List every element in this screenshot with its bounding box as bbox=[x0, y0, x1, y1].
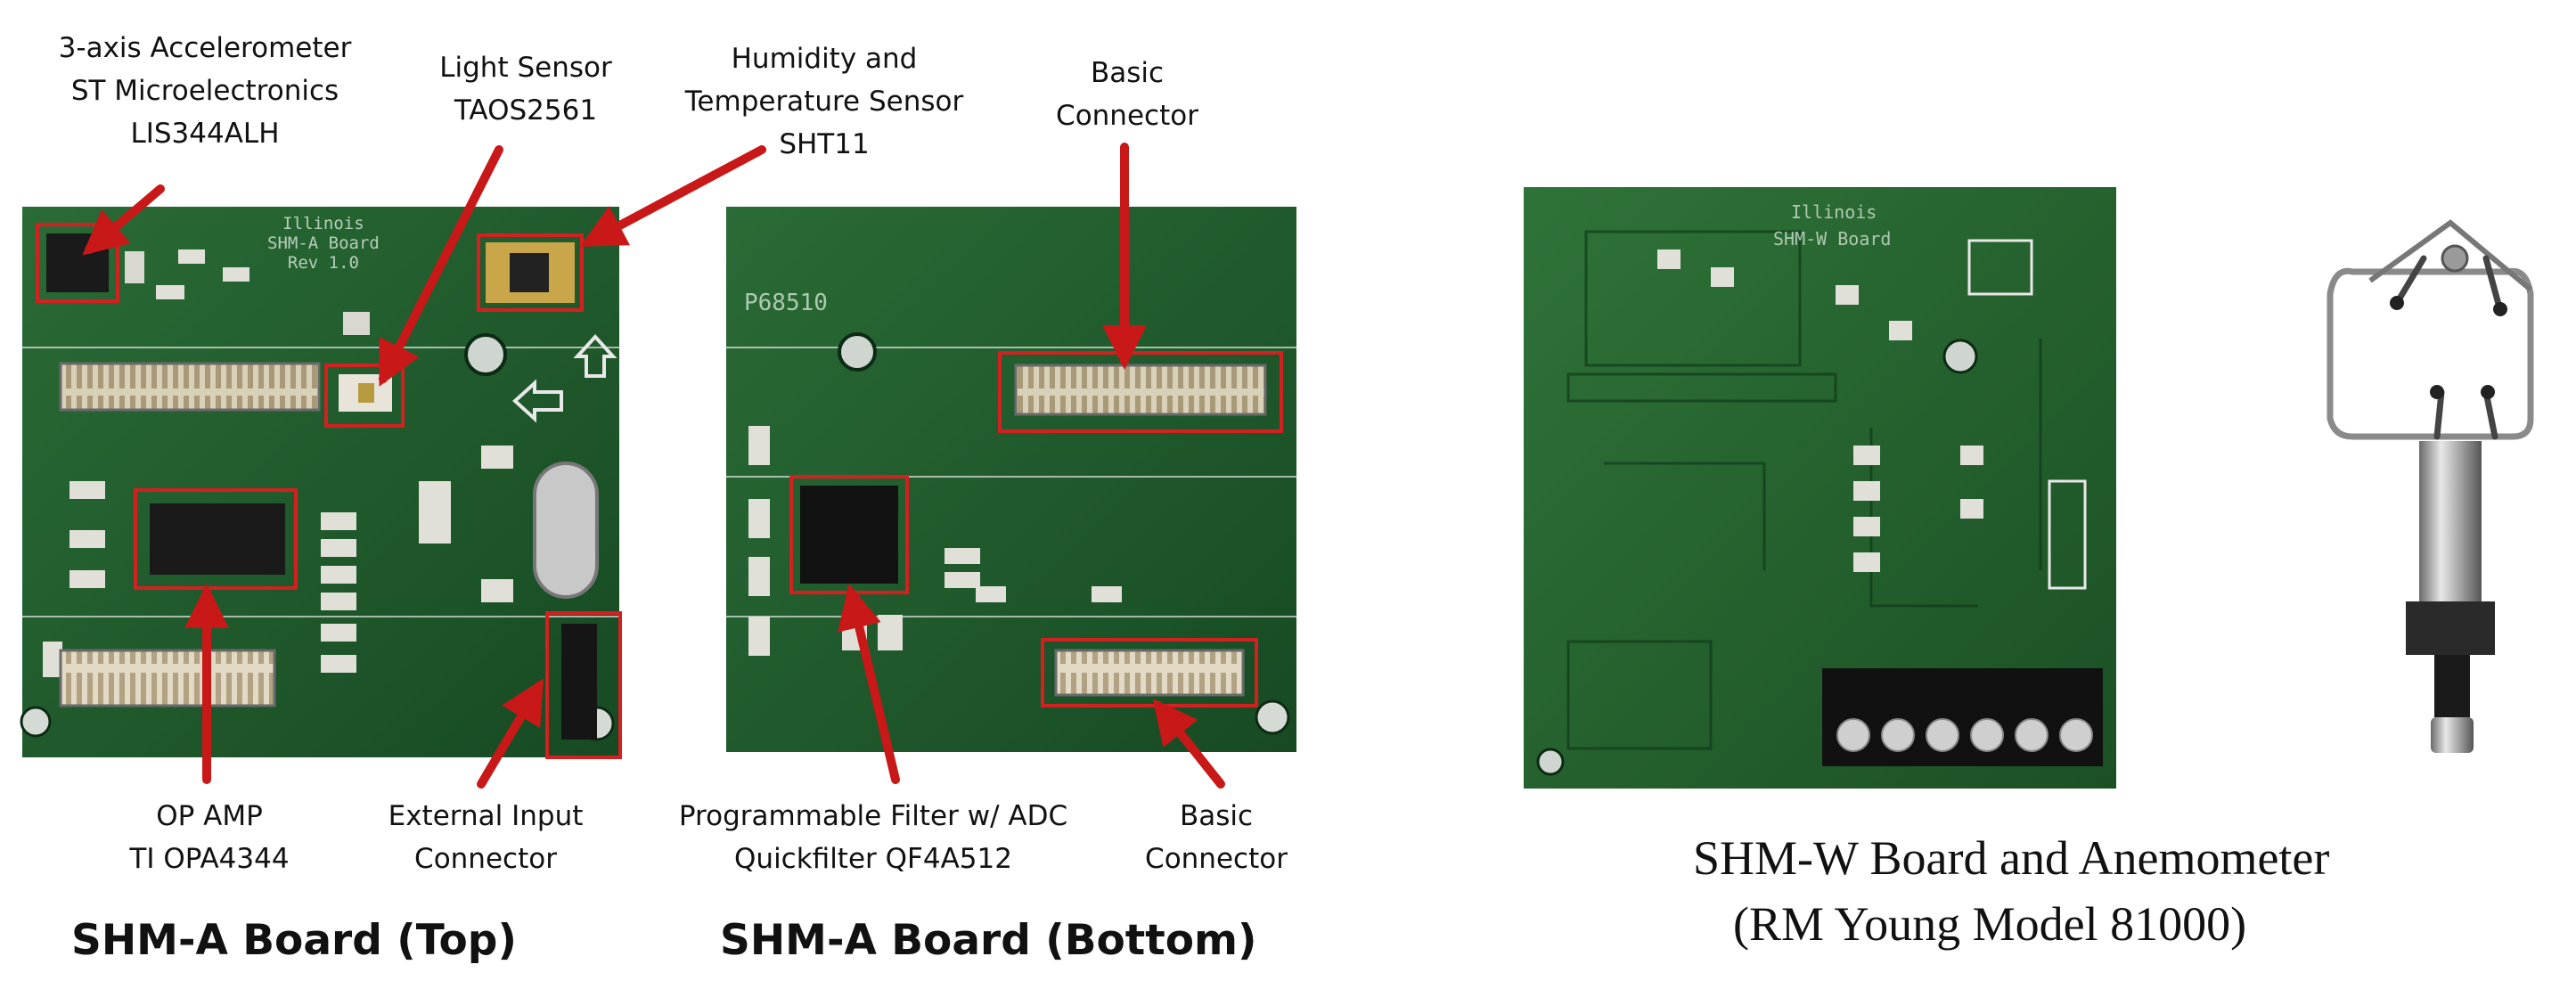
arrow-programmable-filter bbox=[837, 584, 900, 784]
label-humidity-sensor: Humidity and Temperature Sensor SHT11 bbox=[655, 37, 994, 166]
label-line: LIS344ALH bbox=[130, 118, 280, 150]
label-line: Connector bbox=[1056, 100, 1198, 132]
mount-hole bbox=[838, 332, 877, 372]
bottom-silkscreen: P68510 bbox=[744, 290, 828, 316]
external-input-header bbox=[561, 624, 597, 740]
top-connector-large bbox=[59, 362, 321, 412]
annotation-arrows bbox=[82, 143, 1225, 789]
external-input-highlight bbox=[545, 611, 622, 759]
mount-hole bbox=[1942, 339, 1978, 374]
label-line: TI OPA4344 bbox=[129, 843, 290, 875]
light-sensor-highlight bbox=[324, 364, 405, 428]
arrow-humidity bbox=[580, 145, 766, 247]
basic-connector-bottom-highlight bbox=[1041, 638, 1258, 707]
label-line: Programmable Filter w/ ADC bbox=[678, 800, 1068, 832]
arrow-accelerometer bbox=[82, 184, 165, 256]
caption-bottom-board: SHM-A Board (Bottom) bbox=[720, 916, 1257, 965]
label-line: Humidity and bbox=[731, 43, 918, 75]
label-line: Connector bbox=[414, 843, 557, 875]
anemometer bbox=[2327, 219, 2534, 753]
shm-w-silkscreen-1: Illinois bbox=[1791, 201, 1877, 223]
label-line: External Input bbox=[388, 800, 584, 832]
bottom-connector-bottom bbox=[1054, 649, 1245, 697]
label-line: SHT11 bbox=[779, 128, 870, 160]
accelerometer-highlight bbox=[36, 223, 119, 303]
mount-hole bbox=[464, 333, 507, 376]
label-line: Basic bbox=[1090, 57, 1165, 89]
humidity-highlight bbox=[477, 233, 584, 312]
top-silkscreen-line: Rev 1.0 bbox=[287, 253, 359, 273]
label-line: Basic bbox=[1179, 800, 1254, 832]
anemometer-body bbox=[2419, 441, 2482, 610]
caption-top-board: SHM-A Board (Top) bbox=[71, 916, 517, 965]
label-op-amp: OP AMP TI OPA4344 bbox=[98, 795, 321, 880]
arrow-external-input bbox=[477, 678, 544, 789]
top-silkscreen: Illinois SHM-A Board Rev 1.0 bbox=[267, 214, 380, 273]
anemometer-mount bbox=[2406, 601, 2495, 655]
top-silkscreen-line: SHM-A Board bbox=[267, 233, 380, 253]
label-line: TAOS2561 bbox=[454, 94, 598, 127]
label-line: Connector bbox=[1145, 843, 1288, 875]
anemometer-frame bbox=[2327, 267, 2534, 440]
shm-a-top-board bbox=[20, 207, 622, 759]
caption-shm-w-line2: (RM Young Model 81000) bbox=[1733, 897, 2247, 951]
label-line: Quickfilter QF4A512 bbox=[734, 843, 1012, 875]
label-external-input: External Input Connector bbox=[352, 795, 619, 880]
label-basic-connector-top: Basic Connector bbox=[1020, 52, 1234, 137]
shm-a-bottom-board: P68510 bbox=[726, 207, 1296, 752]
programmable-filter-chip bbox=[800, 486, 898, 584]
mount-hole bbox=[20, 706, 52, 738]
top-connector-small bbox=[59, 649, 276, 707]
label-accelerometer: 3-axis Accelerometer ST Microelectronics… bbox=[18, 27, 392, 155]
label-light-sensor: Light Sensor TAOS2561 bbox=[401, 46, 650, 132]
op-amp-chip bbox=[150, 503, 285, 575]
label-line: OP AMP bbox=[156, 800, 263, 832]
label-basic-connector-bottom: Basic Connector bbox=[1118, 795, 1314, 880]
label-line: Temperature Sensor bbox=[684, 86, 964, 118]
label-programmable-filter: Programmable Filter w/ ADC Quickfilter Q… bbox=[655, 795, 1092, 880]
terminal-block bbox=[1822, 668, 2103, 766]
shm-w-board: Illinois SHM-W Board bbox=[1524, 187, 2116, 789]
label-line: Light Sensor bbox=[439, 52, 612, 84]
arrow-basic-connector-bottom bbox=[1152, 699, 1225, 789]
crystal-oscillator bbox=[533, 462, 599, 599]
mount-hole bbox=[1536, 748, 1565, 776]
shm-w-silkscreen-2: SHM-W Board bbox=[1773, 228, 1891, 249]
arrow-light-sensor bbox=[379, 145, 503, 387]
label-line: 3-axis Accelerometer bbox=[58, 32, 352, 64]
mount-hole bbox=[1255, 699, 1290, 735]
top-silkscreen-line: Illinois bbox=[282, 214, 364, 233]
caption-shm-w-line1: SHM-W Board and Anemometer bbox=[1693, 831, 2330, 885]
label-line: ST Microelectronics bbox=[70, 75, 339, 107]
bottom-connector-top bbox=[1014, 364, 1267, 416]
